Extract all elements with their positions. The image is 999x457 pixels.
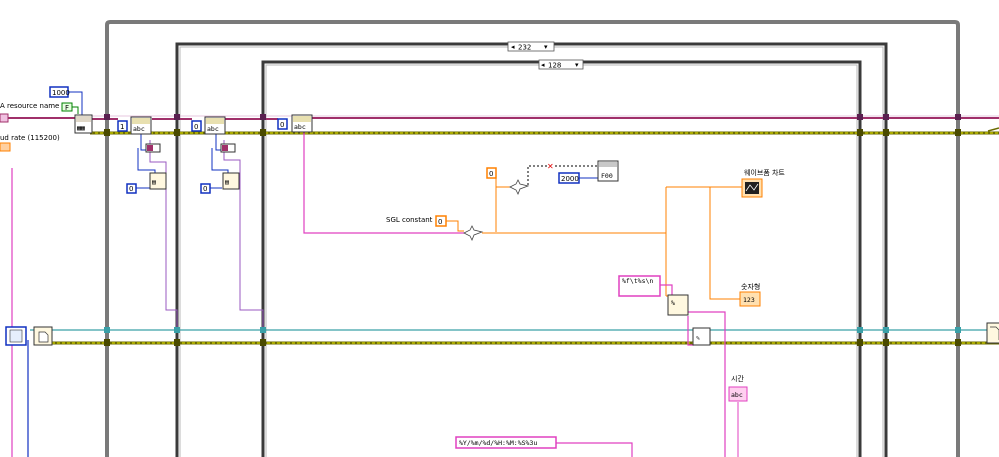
wait-ms-node-1[interactable]: ▤ [149, 172, 167, 190]
baud-rate-label: ud rate (115200) [0, 134, 60, 142]
tunnels[interactable] [104, 114, 961, 346]
waveform-chart-label: 웨이브폼 차트 [744, 168, 785, 177]
constant-boolean-value: F [65, 104, 69, 112]
constant-0-e[interactable]: 0 [486, 167, 497, 179]
visa-write-node-1[interactable]: abc [130, 116, 152, 135]
build-waveform-glyph: F00 [601, 172, 613, 180]
wire-left-vertical[interactable] [11, 168, 29, 457]
broken-wire-marker[interactable]: ✕ [547, 162, 554, 171]
right-edge-terminal[interactable] [987, 127, 999, 132]
wait-icon-glyph-1: ▤ [152, 178, 156, 186]
time-format-value: %Y/%m/%d/%H:%M:%S%3u [459, 439, 537, 447]
time-indicator-label: 시간 [731, 374, 744, 383]
constant-2000[interactable]: 2000 [558, 172, 580, 184]
constant-2000-value: 2000 [561, 175, 579, 183]
numeric-indicator-glyph: 123 [743, 296, 755, 304]
visa-resource-control[interactable]: A resource name [0, 102, 59, 123]
case-selector-inner[interactable]: ◂ 128 ▾ [538, 59, 584, 70]
numeric-indicator-label: 숫자형 [741, 282, 760, 291]
close-file-node[interactable] [986, 322, 999, 344]
constant-0-d[interactable]: 0 [277, 118, 288, 130]
case-selector-outer[interactable]: ◂ 232 ▾ [507, 41, 555, 52]
build-waveform-node[interactable]: F00 [597, 160, 619, 182]
visa-write-node-2[interactable]: abc [204, 116, 226, 135]
wire-broken-timeout[interactable] [527, 165, 598, 185]
case-selector-outer-decrement[interactable]: ◂ [511, 43, 515, 51]
visa-write-icon-glyph-2: abc [207, 125, 219, 133]
visa-write-icon-glyph-1: abc [133, 125, 145, 133]
case-structure-outer[interactable] [175, 42, 888, 457]
case-selector-inner-decrement[interactable]: ◂ [541, 61, 545, 69]
visa-configure-serial-node[interactable]: ▦▦ [74, 114, 93, 134]
open-file-node[interactable] [33, 326, 53, 346]
format-string-constant[interactable]: %f\t%s\n [618, 275, 661, 297]
constant-0c-value: 0 [203, 185, 207, 193]
file-icon [38, 331, 49, 343]
wire-visa-drops[interactable] [149, 140, 264, 330]
case-selector-inner-value: 128 [548, 62, 561, 70]
constant-1[interactable]: 1 [117, 120, 128, 132]
constant-0-c[interactable]: 0 [200, 183, 211, 194]
constant-0e-value: 0 [489, 170, 493, 178]
write-file-pencil-icon: ✎ [696, 334, 700, 342]
constant-0-a[interactable]: 0 [126, 183, 137, 194]
case-selector-inner-dropdown[interactable]: ▾ [575, 61, 579, 69]
constant-0d-value: 0 [280, 121, 284, 129]
write-text-file-node[interactable]: ✎ [692, 327, 711, 346]
time-indicator-glyph: abc [731, 391, 743, 399]
constant-0a-value: 0 [129, 185, 133, 193]
visa-read-node[interactable]: abc [291, 114, 313, 133]
format-string-icon-glyph: % [671, 299, 675, 307]
numeric-indicator-terminal[interactable]: 숫자형 123 [739, 282, 761, 307]
wire-numeric-dbl[interactable] [446, 173, 742, 300]
file-refnum-node[interactable] [5, 326, 27, 346]
format-into-string-node[interactable]: % [667, 294, 689, 316]
constant-1000-value: 1000 [52, 89, 70, 97]
visa-resource-label: A resource name [0, 102, 59, 110]
wait-ms-node-2[interactable]: ▤ [222, 172, 240, 190]
sgl-constant[interactable]: SGL constant 0 [386, 215, 447, 227]
fract-exp-string-to-number-node[interactable] [463, 225, 484, 241]
wire-string-read[interactable] [303, 128, 464, 234]
visa-bytes-at-port-2[interactable] [220, 143, 236, 153]
wait-icon-glyph-2: ▤ [225, 178, 229, 186]
file-close-icon [990, 326, 999, 340]
constant-0b-value: 0 [194, 123, 198, 131]
chart-icon [745, 183, 759, 192]
format-string-value: %f\t%s\n [622, 277, 653, 285]
waveform-chart-terminal[interactable]: 웨이브폼 차트 [741, 168, 785, 198]
time-string-indicator-terminal[interactable]: 시간 abc [728, 374, 748, 402]
constant-0-b[interactable]: 0 [191, 120, 202, 132]
wire-format-strings[interactable] [556, 284, 726, 457]
broken-wire-x-icon: ✕ [547, 162, 554, 171]
visa-configure-icon-glyph: ▦▦ [77, 124, 86, 132]
case-selector-outer-value: 232 [518, 44, 531, 52]
to-dbl-conversion-node[interactable] [509, 179, 530, 195]
sgl-constant-label: SGL constant [386, 216, 433, 224]
constant-boolean-false[interactable]: F [61, 102, 73, 112]
baud-rate-control[interactable]: ud rate (115200) [0, 134, 60, 152]
wire-integer-constants[interactable] [68, 91, 598, 189]
sgl-constant-value: 0 [438, 218, 442, 226]
case-selector-outer-dropdown[interactable]: ▾ [544, 43, 548, 51]
constant-1-value: 1 [120, 123, 124, 131]
time-format-string-constant[interactable]: %Y/%m/%d/%H:%M:%S%3u [455, 436, 557, 449]
visa-read-icon-glyph: abc [294, 123, 306, 131]
visa-bytes-at-port-1[interactable] [145, 143, 161, 153]
case-structure-inner[interactable] [261, 60, 862, 457]
while-loop-frame[interactable] [105, 20, 960, 457]
constant-1000[interactable]: 1000 [49, 86, 70, 98]
